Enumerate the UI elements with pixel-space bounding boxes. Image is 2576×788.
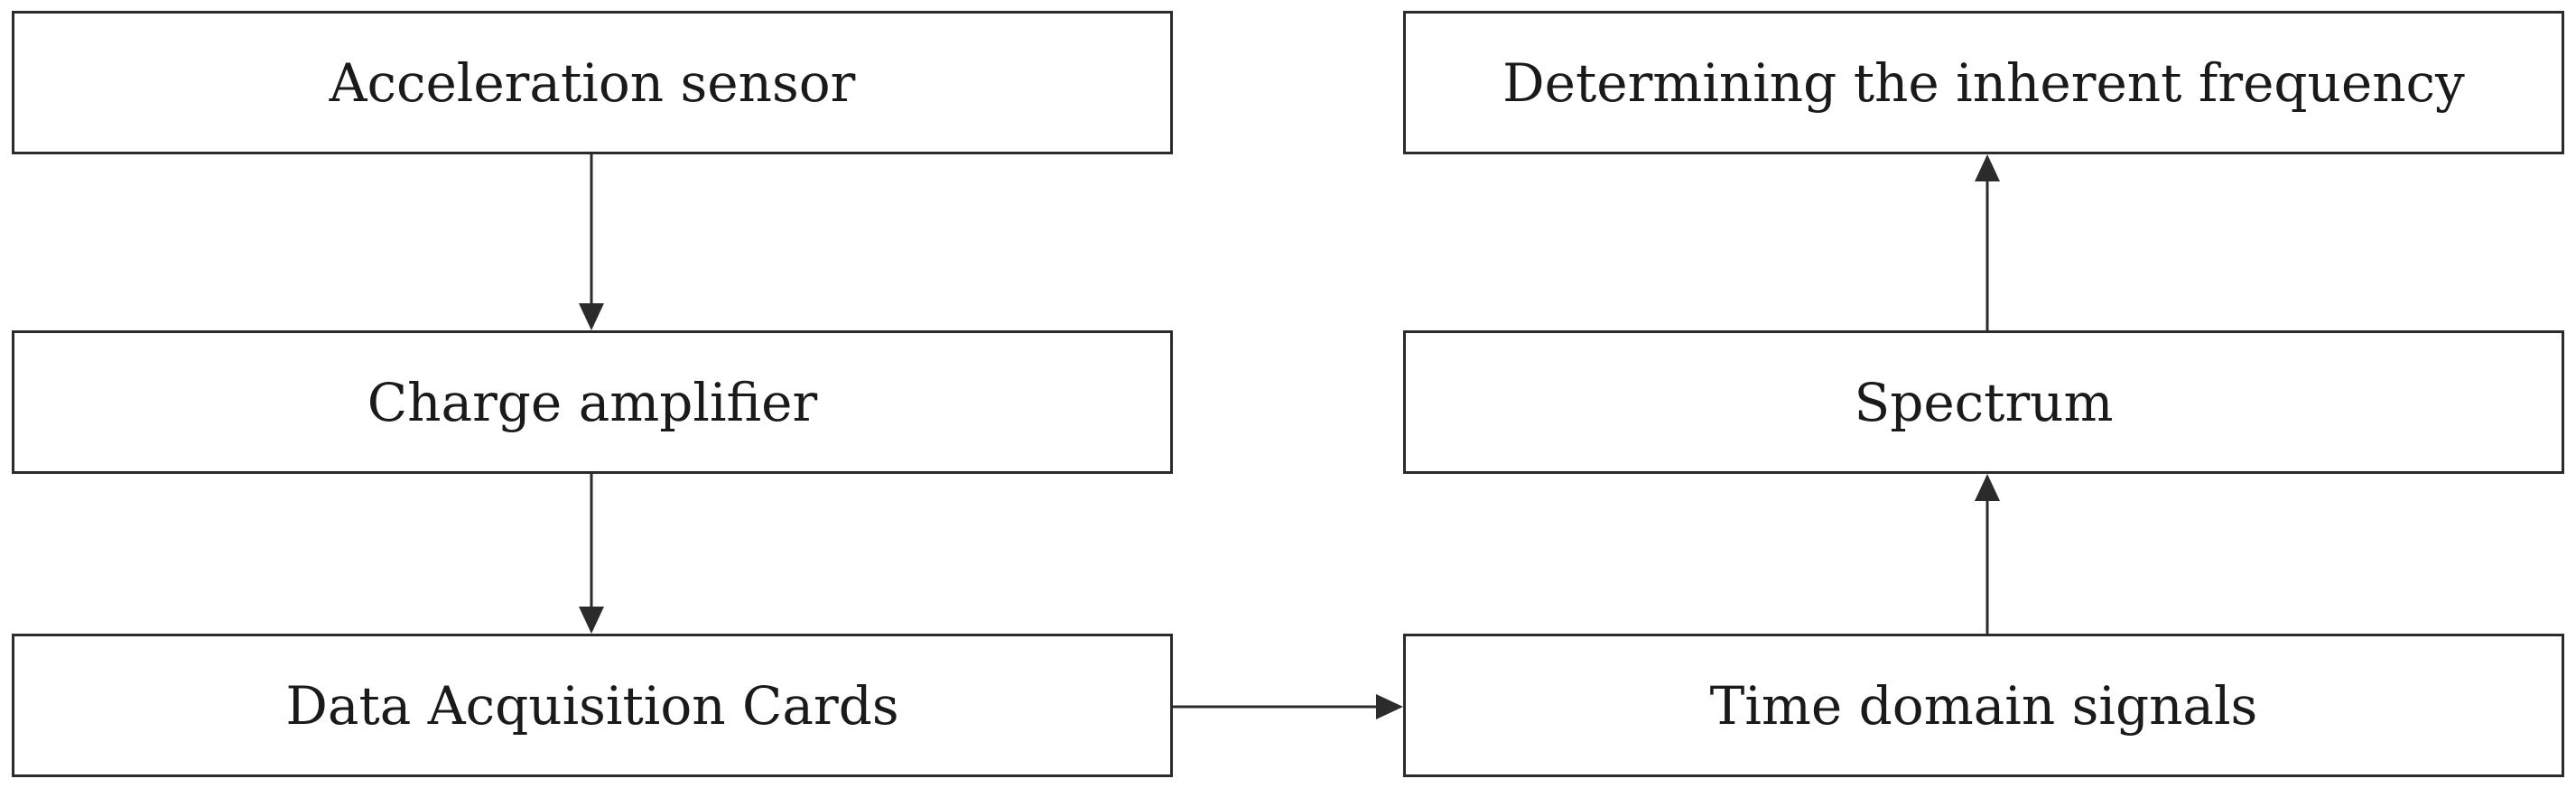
- node-time-domain-signals: Time domain signals: [1403, 634, 2564, 777]
- node-data-acquisition-cards: Data Acquisition Cards: [12, 634, 1173, 777]
- node-label: Data Acquisition Cards: [285, 674, 899, 737]
- node-acceleration-sensor: Acceleration sensor: [12, 11, 1173, 154]
- node-label: Charge amplifier: [367, 371, 818, 433]
- arrow-daq-to-time: [1173, 694, 1403, 719]
- arrow-spectrum-to-frequency: [1975, 154, 2000, 330]
- node-charge-amplifier: Charge amplifier: [12, 330, 1173, 474]
- arrow-charge-to-daq: [579, 474, 604, 634]
- node-label: Determining the inherent frequency: [1502, 51, 2465, 114]
- node-inherent-frequency: Determining the inherent frequency: [1403, 11, 2564, 154]
- node-label: Acceleration sensor: [329, 51, 856, 114]
- arrow-accel-to-charge: [579, 154, 604, 330]
- node-label: Time domain signals: [1709, 674, 2258, 737]
- node-label: Spectrum: [1854, 371, 2114, 433]
- arrow-time-to-spectrum: [1975, 474, 2000, 634]
- node-spectrum: Spectrum: [1403, 330, 2564, 474]
